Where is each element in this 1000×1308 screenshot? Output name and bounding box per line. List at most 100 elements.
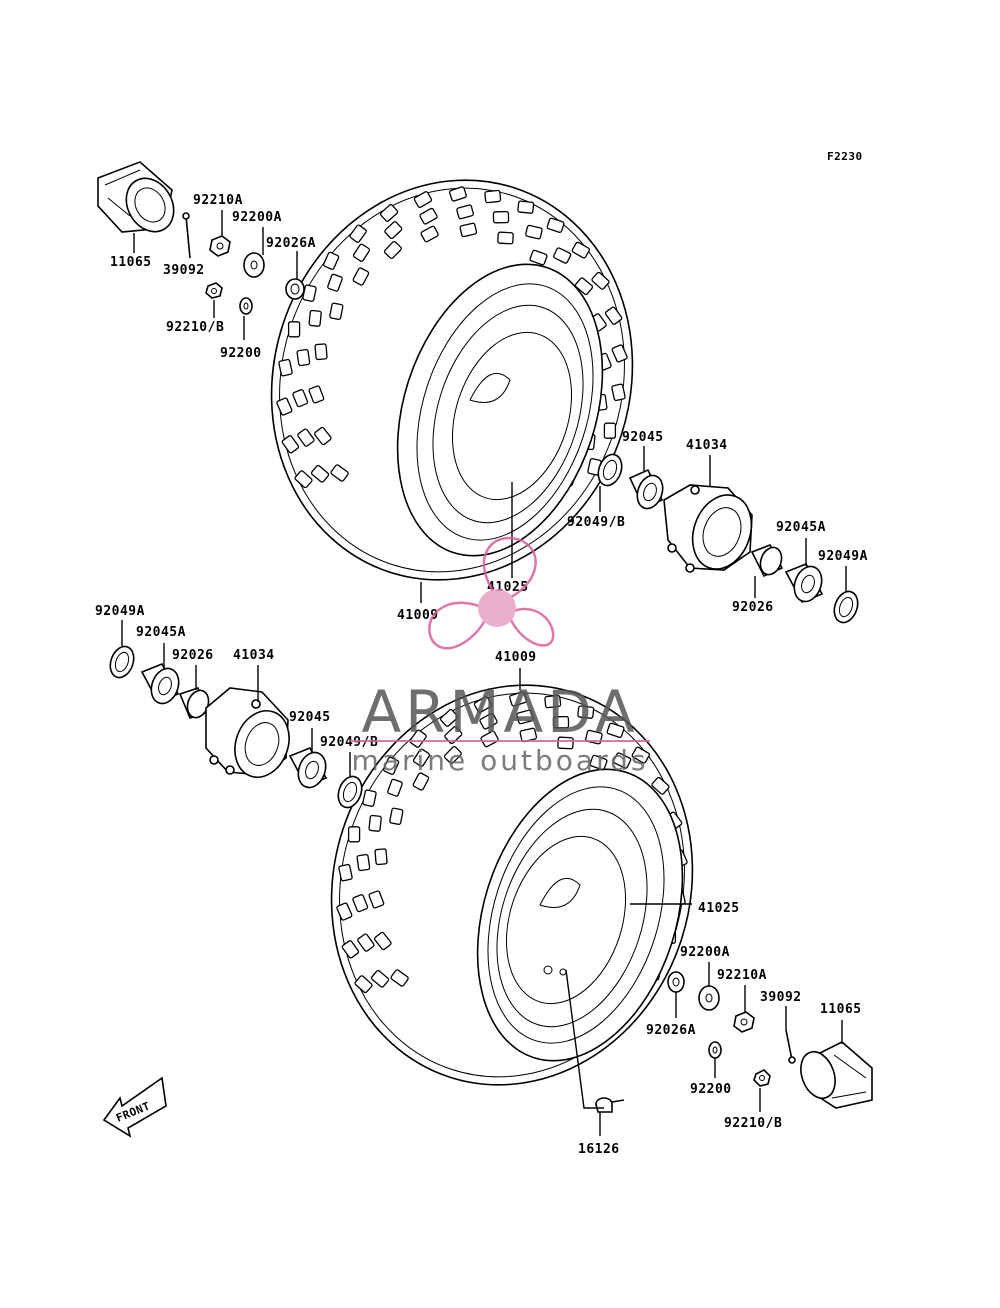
tread-block	[296, 348, 311, 367]
tread-block	[412, 772, 430, 791]
tread-block	[278, 358, 293, 377]
tread-block	[329, 302, 344, 321]
tread-block	[631, 746, 650, 764]
tread-block	[380, 204, 399, 222]
tread-block	[370, 969, 390, 988]
watermark-tagline: marine outboards	[352, 744, 649, 777]
tread-block	[529, 249, 548, 266]
tread-block	[310, 464, 330, 483]
tread-block	[413, 191, 433, 208]
label-41034: 41034	[233, 648, 275, 663]
lower-washer-92200	[708, 1041, 722, 1059]
label-92026A: 92026A	[646, 1023, 696, 1038]
tread-block	[336, 902, 353, 921]
lower-seal-92049A	[109, 645, 135, 679]
tread-block	[420, 225, 439, 243]
tread-block	[314, 426, 332, 446]
label-92045A: 92045A	[136, 625, 186, 640]
label-92210A: 92210A	[717, 968, 767, 983]
tread-block	[352, 894, 369, 913]
label-92200A: 92200A	[680, 945, 730, 960]
lower-rim-41025	[476, 768, 684, 1062]
upper-seal-92049B	[597, 453, 623, 487]
tread-block	[276, 397, 293, 416]
lower-washer-92200A	[698, 985, 720, 1011]
tread-block	[383, 240, 402, 260]
tread-block	[440, 709, 459, 727]
label-92026: 92026	[172, 648, 214, 663]
tread-block	[352, 243, 371, 262]
watermark-brand: ARMADA	[361, 678, 638, 746]
tread-block	[577, 705, 595, 719]
label-92045: 92045	[622, 430, 664, 445]
tread-block	[354, 975, 373, 994]
tread-block	[374, 848, 388, 866]
lower-nut-92210B	[753, 1069, 771, 1087]
upper-rim-41025	[396, 263, 604, 557]
part-labels: 11065 39092 92210A 92200A 92026A 92210/B…	[95, 193, 868, 1157]
tread-block	[347, 826, 361, 843]
tread-block	[287, 321, 301, 338]
label-41009: 41009	[397, 608, 439, 623]
tread-block	[281, 435, 300, 454]
tread-block	[611, 344, 628, 363]
label-41025: 41025	[698, 901, 740, 916]
tread-block	[387, 778, 403, 797]
tread-block	[479, 712, 498, 730]
tread-block	[651, 776, 670, 795]
tread-block	[323, 251, 340, 270]
label-39092: 39092	[760, 990, 802, 1005]
tread-block	[352, 267, 370, 286]
tread-block	[546, 217, 565, 233]
tread-block	[611, 383, 626, 402]
tread-block	[525, 224, 543, 240]
label-11065: 11065	[110, 255, 152, 270]
tread-block	[341, 940, 360, 959]
label-92045A: 92045A	[776, 520, 826, 535]
tread-block	[297, 428, 315, 447]
label-92049A: 92049A	[818, 549, 868, 564]
tread-block	[330, 464, 349, 482]
label-92045: 92045	[289, 710, 331, 725]
tread-block	[492, 210, 510, 224]
label-92026: 92026	[732, 600, 774, 615]
tread-block	[509, 691, 527, 707]
tread-block	[606, 722, 625, 738]
tread-block	[327, 273, 343, 292]
label-92210B: 92210/B	[724, 1116, 782, 1131]
tread-block	[517, 200, 535, 214]
leader-lines	[121, 210, 847, 1136]
upper-nut-92210A	[209, 235, 231, 257]
upper-collar-92026A	[285, 278, 305, 300]
tread-block	[443, 745, 462, 765]
tread-block	[292, 389, 309, 408]
tread-block	[362, 789, 377, 807]
tread-block	[613, 752, 632, 769]
watermark: ARMADA marine outboards	[350, 536, 650, 777]
upper-bearing-92045	[628, 468, 664, 510]
label-41009: 41009	[495, 650, 537, 665]
upper-washer-92200A	[243, 252, 265, 278]
label-92049A: 92049A	[95, 604, 145, 619]
tread-block	[484, 189, 502, 204]
upper-cotter-pin-39092	[182, 212, 191, 259]
label-92200A: 92200A	[232, 210, 282, 225]
tread-block	[356, 853, 371, 872]
tread-block	[368, 814, 382, 832]
lower-nut-92210A	[733, 1011, 755, 1033]
lower-cap-11065	[800, 1041, 873, 1109]
tread-block	[383, 756, 400, 775]
tread-block	[553, 247, 572, 264]
tread-block	[591, 271, 610, 290]
valve-16126	[595, 1097, 625, 1113]
tread-block	[604, 306, 623, 325]
label-41034: 41034	[686, 438, 728, 453]
tread-block	[338, 863, 353, 882]
tread-block	[419, 207, 438, 225]
tread-block	[516, 709, 534, 725]
lower-seal-92049B	[337, 775, 363, 809]
tread-block	[389, 807, 404, 826]
tread-block	[412, 748, 431, 767]
label-92210A: 92210A	[193, 193, 243, 208]
label-92049B: 92049/B	[567, 515, 625, 530]
